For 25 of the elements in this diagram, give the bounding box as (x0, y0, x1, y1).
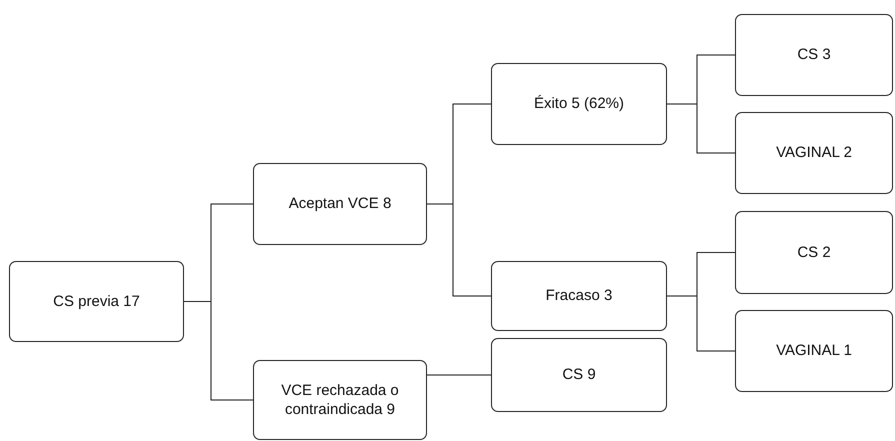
process-box (735, 310, 893, 392)
process-box (735, 14, 893, 96)
node-label: CS previa 17 (52, 292, 141, 312)
node-label: CS 2 (796, 242, 832, 262)
process-box (253, 163, 427, 245)
node-label: VCE rechazada o contraindicada 9 (280, 380, 400, 420)
process-box (491, 261, 667, 331)
connector-line (426, 204, 492, 296)
node-label: Éxito 5 (62%) (532, 94, 626, 114)
node-label: CS 3 (796, 45, 832, 65)
process-box (491, 338, 667, 412)
connector-line (666, 104, 736, 154)
node-label: Aceptan VCE 8 (288, 194, 392, 214)
node-label: CS 9 (561, 365, 597, 385)
process-box (253, 360, 427, 440)
process-box (491, 63, 667, 145)
process-box (9, 261, 184, 342)
node-label: VAGINAL 2 (775, 143, 853, 163)
process-box (735, 211, 893, 294)
process-box (735, 112, 893, 194)
node-label: Fracaso 3 (544, 286, 614, 306)
node-label: VAGINAL 1 (775, 341, 853, 361)
connector-line (666, 296, 736, 352)
connector-line (426, 374, 492, 376)
connector-line (184, 301, 254, 400)
